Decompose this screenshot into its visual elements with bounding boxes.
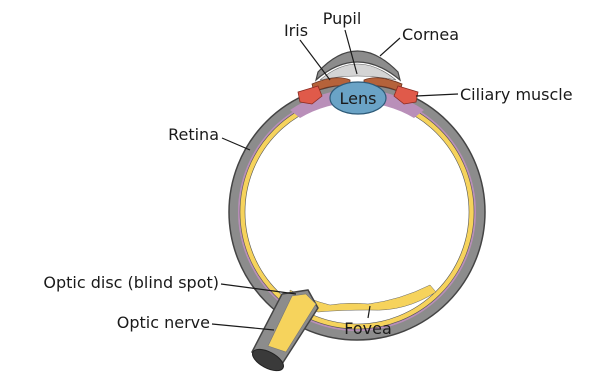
cornea-label: Cornea (402, 25, 459, 44)
retina-label: Retina (168, 125, 219, 144)
lens-label: Lens (340, 89, 377, 108)
cornea-leader (380, 38, 400, 56)
iris-leader (300, 40, 330, 80)
iris-label: Iris (284, 21, 308, 40)
optic-disc-label: Optic disc (blind spot) (43, 273, 219, 292)
ciliary-leader (416, 94, 458, 96)
vitreous-body (245, 100, 469, 324)
pupil-label: Pupil (323, 9, 362, 28)
fovea-label: Fovea (344, 319, 392, 338)
optic-nerve-label: Optic nerve (117, 313, 210, 332)
ciliary-muscle-label: Ciliary muscle (460, 85, 573, 104)
retina-leader (222, 138, 250, 150)
